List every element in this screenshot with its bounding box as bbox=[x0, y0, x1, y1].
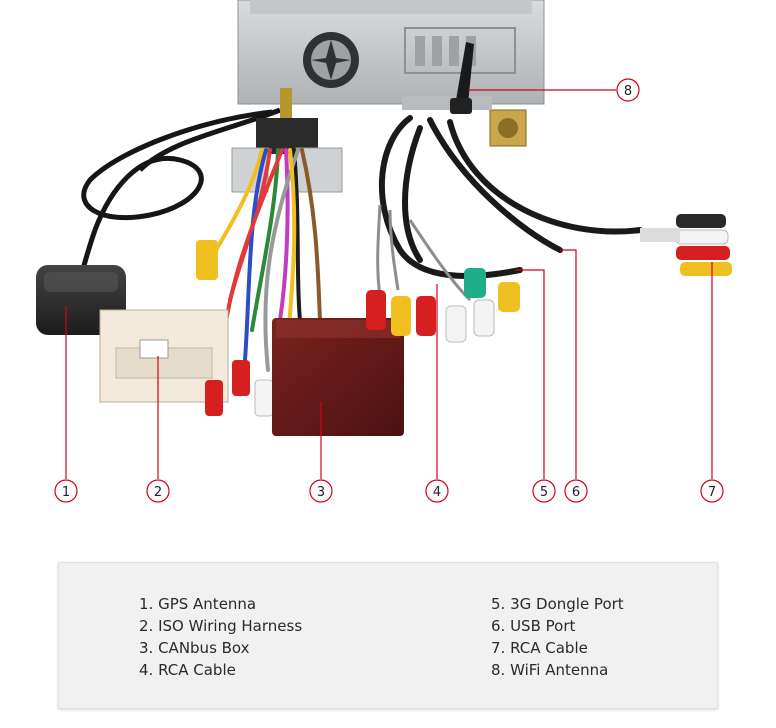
callout-line-6 bbox=[560, 249, 577, 479]
callout-7: 7 bbox=[700, 479, 724, 503]
rca-plugs-right bbox=[640, 214, 732, 276]
svg-text:1: 1 bbox=[62, 485, 70, 500]
legend-item-gps-antenna: 1. GPS Antenna bbox=[139, 595, 257, 613]
legend-item-3g-dongle-port: 5. 3G Dongle Port bbox=[491, 595, 624, 613]
canbus-box bbox=[272, 318, 404, 436]
callout-4: 4 bbox=[425, 479, 449, 503]
callout-line-5 bbox=[515, 269, 545, 479]
rca-plugs-group bbox=[366, 268, 520, 343]
svg-text:6: 6 bbox=[572, 485, 580, 500]
right-thin-wires bbox=[376, 204, 472, 302]
svg-text:2: 2 bbox=[154, 485, 162, 500]
svg-text:4: 4 bbox=[433, 485, 441, 500]
product-illustration: 1 2 3 4 5 6 7 8 bbox=[36, 0, 732, 503]
gps-antenna-cable bbox=[77, 107, 281, 281]
callout-1: 1 bbox=[54, 479, 78, 503]
legend-panel: 1. GPS Antenna 2. ISO Wiring Harness 3. … bbox=[58, 562, 718, 709]
callout-lines bbox=[65, 89, 713, 479]
wifi-antenna bbox=[450, 42, 474, 114]
legend-item-rca-cable-2: 7. RCA Cable bbox=[491, 639, 588, 657]
callout-3: 3 bbox=[309, 479, 333, 503]
callout-8: 8 bbox=[616, 78, 640, 102]
callout-5: 5 bbox=[532, 479, 556, 503]
legend-item-iso-wiring-harness: 2. ISO Wiring Harness bbox=[139, 617, 303, 635]
svg-text:8: 8 bbox=[624, 84, 632, 99]
wire-bundle bbox=[203, 148, 322, 382]
legend-column-right: 5. 3G Dongle Port 6. USB Port 7. RCA Cab… bbox=[491, 593, 624, 681]
legend-item-canbus-box: 3. CANbus Box bbox=[139, 639, 250, 657]
svg-text:7: 7 bbox=[708, 485, 716, 500]
legend-column-left: 1. GPS Antenna 2. ISO Wiring Harness 3. … bbox=[139, 593, 302, 681]
svg-text:5: 5 bbox=[540, 485, 548, 500]
head-unit-chassis bbox=[237, 0, 545, 147]
callout-markers: 1 2 3 4 5 6 7 8 bbox=[54, 78, 724, 503]
callout-2: 2 bbox=[146, 479, 170, 503]
svg-text:3: 3 bbox=[317, 485, 325, 500]
callout-6: 6 bbox=[564, 479, 588, 503]
legend-item-wifi-antenna: 8. WiFi Antenna bbox=[491, 661, 609, 679]
legend-item-rca-cable: 4. RCA Cable bbox=[139, 661, 236, 679]
legend-item-usb-port: 6. USB Port bbox=[491, 617, 576, 635]
